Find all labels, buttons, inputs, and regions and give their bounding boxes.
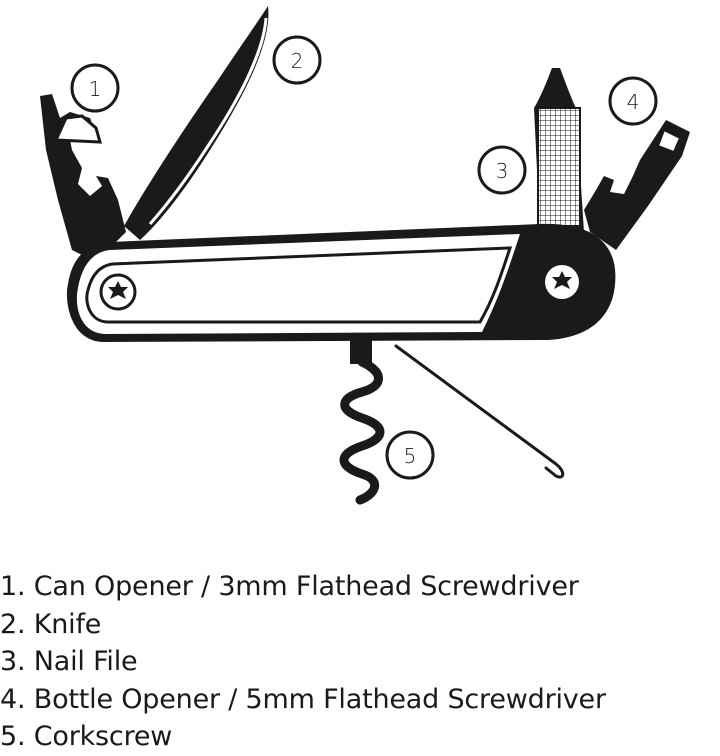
knife-handle (66, 223, 616, 342)
callout-2: 2 (272, 35, 322, 85)
corkscrew-tool (339, 340, 385, 505)
callout-3: 3 (477, 145, 527, 195)
nail-file-tool (534, 68, 584, 232)
callout-5: 5 (385, 430, 435, 480)
bottle-opener-tool (584, 120, 690, 250)
callout-4: 4 (608, 76, 658, 126)
callout-number: 5 (404, 444, 417, 468)
pocket-knife-illustration: 1 2 3 4 5 (40, 6, 690, 505)
rivet-star-icon (108, 281, 128, 299)
knife-blade (124, 6, 269, 240)
callout-number: 3 (496, 159, 509, 183)
legend-item: 3. Nail File (0, 646, 138, 677)
legend-item: 5. Corkscrew (0, 721, 173, 752)
legend-item: 4. Bottle Opener / 5mm Flathead Screwdri… (0, 683, 606, 715)
legend-item: 1. Can Opener / 3mm Flathead Screwdriver (0, 571, 579, 602)
rivet-star-icon (552, 271, 572, 289)
wire-pick-tool (394, 344, 565, 479)
tool-legend: 1. Can Opener / 3mm Flathead Screwdriver… (0, 568, 720, 756)
can-opener-tool (40, 94, 126, 262)
callout-1: 1 (70, 63, 120, 113)
callout-number: 1 (89, 77, 102, 101)
callout-number: 2 (291, 49, 304, 73)
legend-item: 2. Knife (0, 608, 102, 640)
callout-number: 4 (627, 90, 640, 114)
